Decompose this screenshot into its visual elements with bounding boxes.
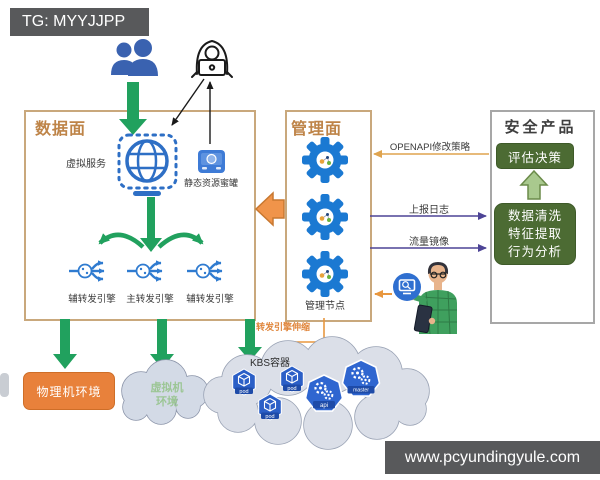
analysis-box: 数据清洗 特征提取 行为分析 [494, 203, 576, 265]
svg-text:pod: pod [287, 386, 296, 392]
users-icon [111, 39, 158, 76]
svg-text:pod: pod [265, 414, 274, 420]
engine-label-main: 主转发引擎 [126, 294, 174, 305]
data-plane-box [24, 110, 256, 321]
api-hexagon-icon: api [304, 374, 344, 412]
decision-label: 评估决策 [507, 150, 562, 165]
virtual-service-label: 虚拟服务 [66, 159, 106, 170]
monitor-magnifier-icon [393, 273, 421, 301]
watermark-website-text: www.pcyundingyule.com [404, 448, 581, 466]
svg-text:api: api [320, 403, 328, 409]
virtual-env-line1: 虚拟机 [150, 382, 184, 394]
engine-scaling-label: 转发引擎伸缩 [256, 322, 311, 332]
traffic-mirror-label: 流量镜像 [409, 237, 449, 248]
master-hexagon-icon: master [341, 359, 381, 397]
left-edge-tab [0, 373, 9, 397]
report-log-label: 上报日志 [409, 205, 449, 216]
virtual-env-label: 虚拟机 环境 [131, 382, 203, 410]
virtual-env-line2: 环境 [156, 395, 178, 408]
physical-env-box: 物理机环境 [23, 372, 115, 410]
watermark-telegram-badge: TG: MYYJJPP [10, 8, 149, 36]
data-plane-title: 数据面 [35, 121, 87, 138]
pod-hexagon-icon: pod [258, 393, 282, 421]
engine-label-aux-left: 辅转发引擎 [68, 294, 116, 305]
kbs-cloud [203, 336, 430, 450]
admin-person-icon [408, 262, 457, 335]
orange-block-arrow [254, 191, 285, 227]
kbs-container-label: KBS容器 [250, 358, 291, 369]
analysis-line-1: 数据清洗 [507, 208, 562, 223]
analysis-line-3: 行为分析 [507, 245, 562, 260]
svg-text:master: master [353, 388, 369, 394]
pod-hexagon-icon: pod [280, 365, 304, 393]
arrow-to-virtual [150, 319, 174, 369]
physical-env-label: 物理机环境 [36, 384, 102, 399]
management-plane-box [285, 110, 372, 322]
arrow-to-physical [53, 319, 77, 369]
security-product-box [490, 110, 595, 324]
hacker-laptop-icon [191, 40, 233, 78]
flow-lines [370, 150, 489, 298]
decision-box: 评估决策 [496, 143, 574, 169]
pod-hexagon-icon: pod [232, 368, 256, 396]
analysis-line-2: 特征提取 [507, 226, 562, 241]
security-product-title: 安全产品 [504, 119, 577, 136]
management-plane-title: 管理面 [291, 121, 343, 138]
watermark-telegram-text: TG: MYYJJPP [22, 13, 126, 30]
openapi-flow-label: OPENAPI修改策略 [389, 142, 471, 153]
management-node-label: 管理节点 [305, 301, 345, 312]
engine-label-aux-right: 辅转发引擎 [186, 294, 234, 305]
svg-text:pod: pod [239, 389, 248, 395]
honeypot-label: 静态资源蜜罐 [183, 178, 238, 188]
watermark-website-badge: www.pcyundingyule.com [385, 441, 600, 474]
